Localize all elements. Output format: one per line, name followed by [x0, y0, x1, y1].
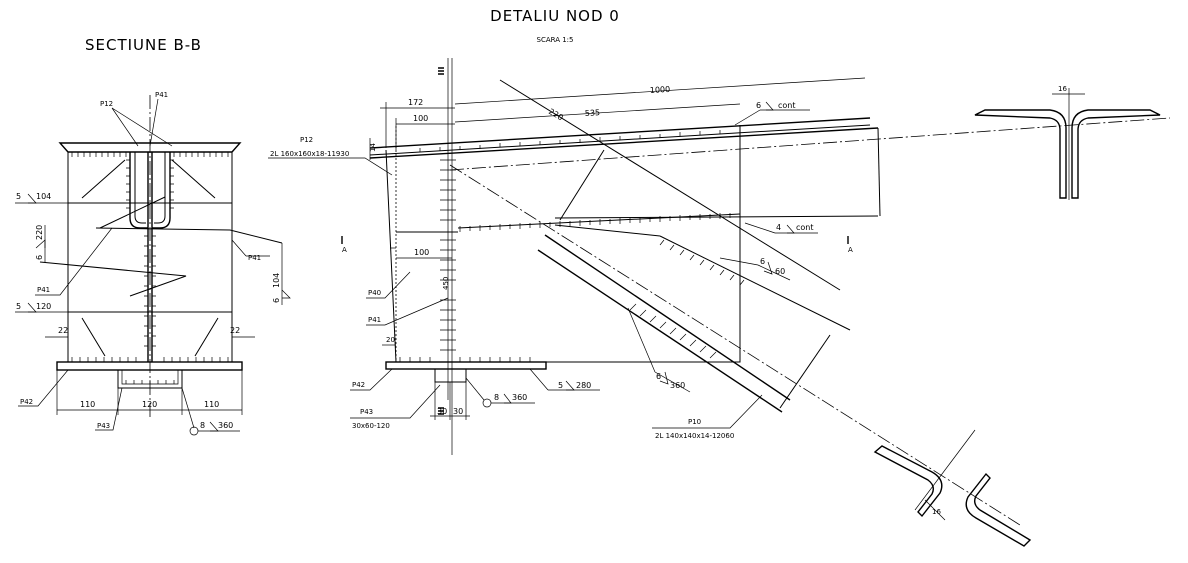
weld-diag-2: 6 360 — [627, 307, 691, 393]
svg-text:6: 6 — [760, 257, 765, 266]
weld-top-cont: 6 cont — [734, 101, 810, 126]
label-p12-detail: P12 — [300, 136, 313, 144]
label-p41-mid: P41 — [248, 254, 261, 262]
svg-text:360: 360 — [512, 393, 527, 402]
weld-symbol-5: 8 360 — [181, 387, 240, 436]
svg-text:30: 30 — [437, 407, 447, 416]
svg-text:110: 110 — [80, 400, 95, 409]
svg-text:1000: 1000 — [650, 85, 671, 95]
label-p43-detail: P43 — [360, 408, 373, 416]
label-p41-left: P41 — [37, 286, 50, 294]
svg-text:6: 6 — [756, 101, 761, 110]
svg-text:450: 450 — [442, 277, 450, 290]
angle-right — [151, 152, 171, 229]
svg-text:104: 104 — [36, 192, 51, 201]
label-p41-top: P41 — [155, 91, 168, 99]
profile-top-dim: 16 — [1058, 85, 1067, 93]
weld-mid-cont: 4 cont — [744, 222, 818, 234]
section-b-b: P12 P41 P41 P41 P42 P43 5 104 6 220 5 12… — [15, 91, 291, 436]
detail-base-plate — [385, 361, 547, 370]
label-p40: P40 — [368, 289, 381, 297]
svg-text:6: 6 — [656, 372, 661, 381]
label-p10: P10 — [688, 418, 701, 426]
svg-text:8: 8 — [200, 421, 205, 430]
label-p43: P43 — [97, 422, 110, 430]
svg-text:104: 104 — [272, 273, 281, 288]
label-p41-detail: P41 — [368, 316, 381, 324]
profile-bottom-right: 16 — [873, 429, 1032, 547]
main-title: DETALIU NOD 0 — [490, 7, 620, 25]
svg-text:30: 30 — [453, 407, 463, 416]
weld-diag-1: 6 60 — [719, 257, 791, 281]
svg-text:20: 20 — [386, 336, 395, 344]
profile-top-right: 16 — [974, 85, 1161, 200]
detail-top-dims: 172 100 1000 535 220 14 — [369, 77, 866, 160]
label-p10-profile: 2L 140x140x14-12060 — [655, 432, 734, 440]
svg-text:172: 172 — [408, 98, 423, 107]
label-p43-size: 30x60-120 — [352, 422, 390, 430]
svg-text:100: 100 — [413, 114, 428, 123]
svg-text:535: 535 — [585, 108, 601, 118]
svg-text:220: 220 — [547, 107, 565, 122]
section-title: SECTIUNE B-B — [85, 36, 202, 54]
svg-text:8: 8 — [494, 393, 499, 402]
base-plate — [56, 361, 243, 371]
svg-text:cont: cont — [796, 223, 814, 232]
svg-text:5: 5 — [16, 192, 21, 201]
svg-text:60: 60 — [775, 267, 785, 276]
svg-text:120: 120 — [142, 400, 157, 409]
svg-text:280: 280 — [576, 381, 591, 390]
section-marker-a-right: A — [848, 246, 853, 254]
diagonal-brace-top — [544, 234, 791, 401]
label-p12: P12 — [100, 100, 113, 108]
profile-bottom-dim: 16 — [932, 508, 941, 516]
label-p12-profile: 2L 160x160x18-11930 — [270, 150, 349, 158]
weld-symbol-3: 5 120 — [15, 302, 68, 313]
svg-text:220: 220 — [35, 225, 44, 240]
svg-text:6: 6 — [272, 298, 281, 303]
svg-text:110: 110 — [204, 400, 219, 409]
top-chord-top — [369, 117, 871, 149]
section-marker-a-left: A — [342, 246, 347, 254]
scale-label: SCARA 1:5 — [537, 36, 574, 44]
detail-mid-dims: 100 450 20 30 30 — [382, 247, 470, 420]
node-detail: A A 172 100 1000 535 220 14 100 450 — [268, 58, 1171, 526]
weld-base: 5 280 — [529, 368, 600, 391]
svg-text:6: 6 — [35, 255, 44, 260]
svg-text:100: 100 — [414, 248, 429, 257]
weld-symbol-4: 6 104 — [272, 243, 291, 305]
svg-text:360: 360 — [670, 381, 685, 390]
weld-symbol-1: 5 104 — [15, 192, 68, 204]
gusset-plate — [385, 125, 741, 363]
svg-text:cont: cont — [778, 101, 796, 110]
label-p42: P42 — [20, 398, 33, 406]
section-dims: 22 22 110 120 110 — [45, 326, 255, 415]
svg-text:22: 22 — [230, 326, 240, 335]
label-p42-detail: P42 — [352, 381, 365, 389]
svg-text:360: 360 — [218, 421, 233, 430]
svg-text:5: 5 — [16, 302, 21, 311]
angle-left — [129, 152, 149, 229]
svg-text:5: 5 — [558, 381, 563, 390]
weld-plate: 8 360 — [465, 377, 535, 408]
weld-symbol-2: 6 220 — [35, 225, 46, 262]
svg-text:4: 4 — [776, 223, 781, 232]
svg-text:14: 14 — [369, 143, 377, 152]
svg-text:120: 120 — [36, 302, 51, 311]
svg-text:22: 22 — [58, 326, 68, 335]
